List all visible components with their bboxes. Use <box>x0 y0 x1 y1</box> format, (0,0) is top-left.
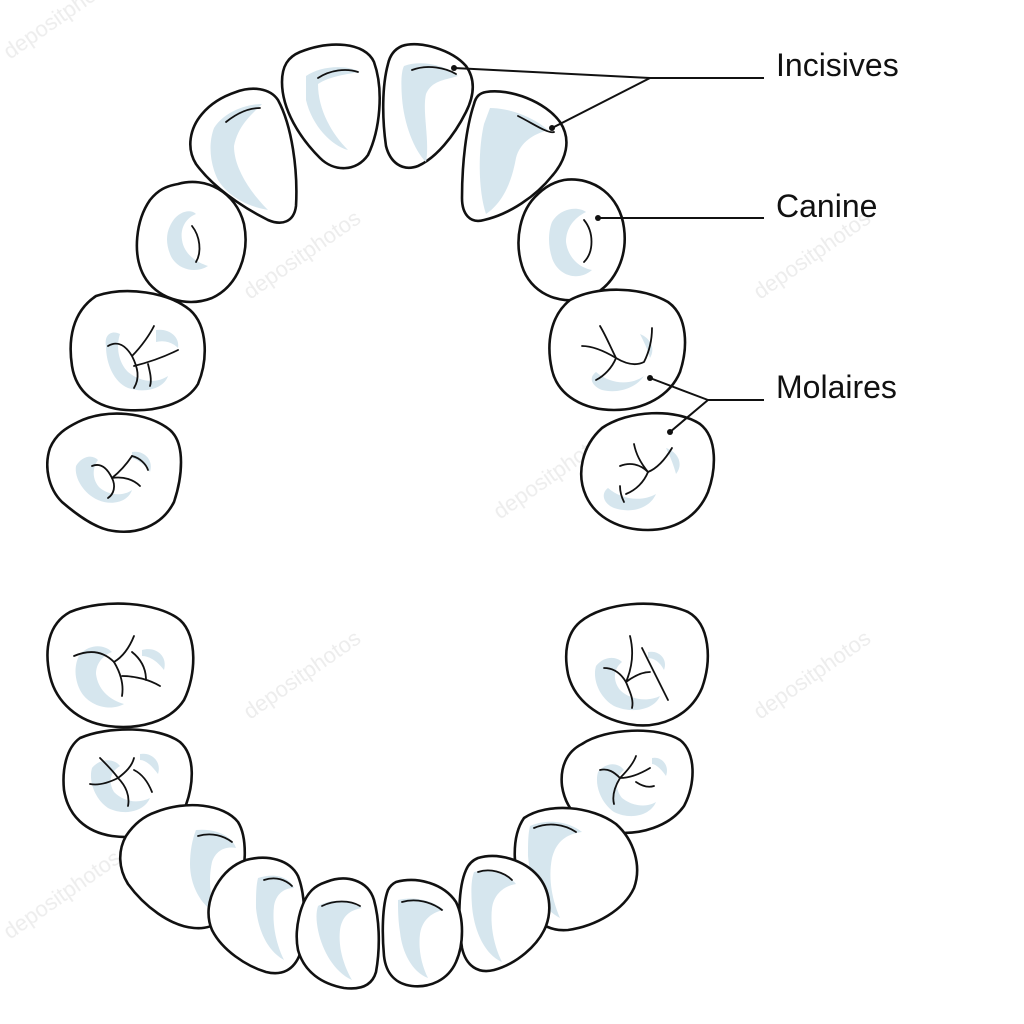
tooth-lower-first-molar-right <box>560 729 694 835</box>
tooth-upper-first-molar-right <box>548 288 687 412</box>
watermark-4: depositphotos <box>239 625 366 724</box>
tooth-upper-central-incisor-left <box>280 43 381 170</box>
tooth-lower-central-incisor-left <box>295 877 381 990</box>
callout-molaires: Molaires <box>649 369 897 433</box>
tooth-upper-central-incisor-right <box>381 42 475 169</box>
incisives-leader-line <box>453 67 764 129</box>
tooth-upper-second-molar-left <box>46 412 183 533</box>
callout-incisives: Incisives <box>451 47 899 131</box>
molaires-leader-line <box>649 377 764 433</box>
tooth-upper-first-molar-left <box>69 289 206 412</box>
watermark-1: depositphotos <box>0 0 125 64</box>
tooth-lower-central-incisor-right <box>381 878 464 988</box>
watermark-6: depositphotos <box>749 625 876 724</box>
tooth-lower-second-molar-right <box>564 602 710 727</box>
label-canine: Canine <box>776 188 877 224</box>
tooth-upper-lateral-incisor-left <box>189 87 298 224</box>
watermark-2: depositphotos <box>239 205 366 304</box>
lower-arch <box>46 602 710 990</box>
tooth-upper-canine-left <box>135 180 247 304</box>
tooth-upper-second-molar-right <box>579 411 716 532</box>
label-incisives: Incisives <box>776 47 899 83</box>
tooth-lower-second-molar-left <box>46 602 195 729</box>
label-molaires: Molaires <box>776 369 897 405</box>
watermark-7: depositphotos <box>0 845 125 944</box>
tooth-upper-canine-right <box>517 178 626 302</box>
tooth-lower-lateral-incisor-right <box>458 854 551 973</box>
upper-arch <box>46 42 716 533</box>
tooth-lower-lateral-incisor-left <box>207 856 306 975</box>
callout-canine: Canine <box>595 188 877 224</box>
tooth-upper-lateral-incisor-right <box>460 90 568 223</box>
